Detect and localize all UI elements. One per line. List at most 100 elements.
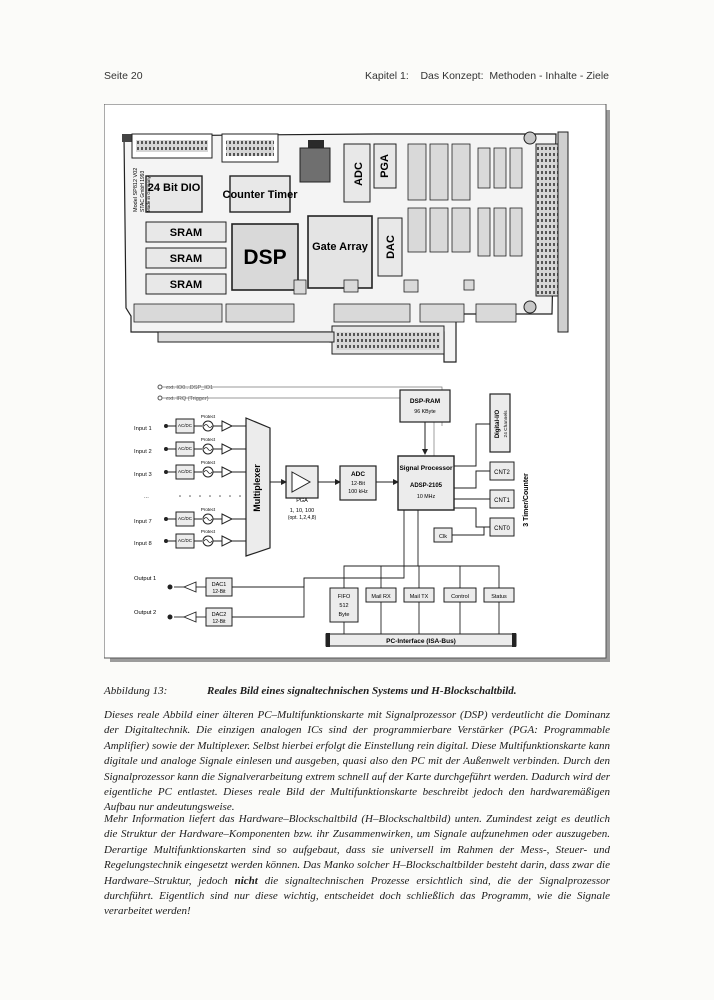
acdc-label: AC/DC [178, 446, 193, 451]
silkscreen-company: STAC GmbH 1993 [140, 170, 146, 212]
adc-chip-label: ADC [353, 162, 365, 186]
input-1-label: Input 1 [134, 426, 152, 432]
input-8-label: Input 8 [134, 541, 152, 547]
fifo-size: 512 [339, 603, 348, 609]
dio-chip [145, 175, 203, 213]
paragraph-2: Mehr Information liefert das Hardware–Bl… [104, 812, 610, 920]
input-amplifier [221, 513, 234, 525]
cnt0-label: CNT0 [494, 526, 510, 532]
mail-rx-label: Mail RX [371, 594, 391, 600]
input-terminal [164, 470, 168, 474]
input-amplifier [221, 535, 234, 547]
fifo-title: FIFO [338, 594, 351, 600]
input-terminal [164, 424, 168, 428]
input-2-label: Input 2 [134, 449, 152, 455]
digital-io-title: Digital-I/O [495, 410, 501, 439]
signal-processor-title: Signal Processor [399, 465, 453, 472]
fifo-unit: Byte [338, 612, 349, 618]
digital-io-channels: 24 Channels [503, 410, 509, 438]
digital-io-block [489, 393, 511, 453]
pga-opt: (opt. 1,2,4,8) [288, 515, 317, 521]
status-label: Status [491, 594, 507, 600]
clk-label: Clk [439, 534, 447, 540]
dio-label: 24 Bit DIO [148, 182, 201, 194]
gate-array-label: Gate Array [312, 241, 369, 253]
silkscreen-made: Made in Germany [146, 175, 151, 212]
screw [122, 134, 136, 142]
signal-processor-clock: 10 MHz [417, 494, 436, 500]
protect-label: Protect [201, 414, 216, 419]
isa-edge-connector [336, 332, 440, 350]
mail-tx-label: Mail TX [410, 594, 429, 600]
cnt2-label: CNT2 [494, 470, 510, 476]
protect-label: Protect [201, 529, 216, 534]
small-ics [133, 143, 523, 323]
adc-chip [343, 143, 371, 203]
dac2-bits: 12-Bit [212, 619, 226, 625]
input-3-label: Input 3 [134, 472, 152, 478]
sram-label-3: SRAM [170, 279, 202, 291]
multiplexer-label: Multiplexer [252, 464, 262, 512]
protect-label: Protect [201, 507, 216, 512]
chapter-header: Kapitel 1: Das Konzept: Methoden - Inhal… [365, 70, 609, 82]
dac1-bits: 12-Bit [212, 589, 226, 595]
adc-block [339, 465, 377, 501]
paragraph-1: Dieses reale Abbild einer älteren PC–Mul… [104, 709, 610, 814]
page-number: Seite 20 [104, 70, 143, 82]
paragraph-2-part-1: Mehr Information liefert das Hardware–Bl… [104, 813, 610, 887]
input-terminal [164, 517, 168, 521]
input-terminal [164, 539, 168, 543]
dac-chip-label: DAC [385, 235, 397, 259]
adc-bits: 12-Bit [351, 481, 365, 487]
dsp-label: DSP [243, 246, 286, 269]
silkscreen-model: Model SP812 V02 [133, 168, 139, 212]
pga-chip-label: PGA [379, 154, 391, 178]
cnt1-label: CNT1 [494, 498, 510, 504]
timer-counter-label: 3 Timer/Counter [523, 473, 530, 527]
bracket-connector [535, 143, 561, 297]
acdc-label: AC/DC [178, 423, 193, 428]
multiplexer [245, 417, 271, 557]
input-amplifier [221, 466, 234, 478]
dac2-title: DAC2 [212, 612, 227, 618]
acdc-label: AC/DC [178, 469, 193, 474]
counter-label: Counter Timer [223, 189, 299, 201]
caption-title: Reales Bild eines signaltechnischen Syst… [207, 685, 517, 697]
sram-label-2: SRAM [170, 253, 202, 265]
output-2-label: Output 2 [134, 610, 156, 616]
output-1-terminal [167, 584, 173, 590]
dsp-ram-title: DSP-RAM [410, 398, 440, 405]
dsp-ram-size: 96 KByte [414, 409, 436, 415]
block-diagram: ext. IO0...DSP_IO1 ext. IRQ (Trigger) In… [134, 384, 530, 647]
input-terminal [164, 447, 168, 451]
protect-label: Protect [201, 437, 216, 442]
pga-chip [373, 143, 397, 189]
pcb-board: 24 Bit DIO Counter Timer SRAM SRAM SRAM … [122, 131, 569, 363]
dsp-ram-block [399, 389, 451, 423]
caption-label: Abbildung 13: [104, 685, 168, 697]
paragraph-2-part-2: die signaltechnischen Prozesse ersichtli… [104, 874, 610, 918]
dsp-chip [231, 223, 299, 291]
input-amplifier [221, 443, 234, 455]
output-1-label: Output 1 [134, 576, 156, 582]
sram-label-1: SRAM [170, 227, 202, 239]
output-2-terminal [167, 614, 173, 620]
dac-chip [377, 217, 403, 277]
sram-chips: SRAM SRAM SRAM [145, 221, 227, 295]
paragraph-2-emphasis: nicht [234, 874, 258, 887]
protect-label: Protect [201, 460, 216, 465]
input-amplifier [221, 420, 234, 432]
signal-processor-model: ADSP-2105 [410, 483, 443, 489]
pga-gains: 1, 10, 100 [290, 508, 314, 514]
signal-ext-irq: ext. IRQ (Trigger) [166, 396, 209, 402]
acdc-label: AC/DC [178, 538, 193, 543]
figure: 24 Bit DIO Counter Timer SRAM SRAM SRAM … [104, 104, 614, 666]
dac1-title: DAC1 [212, 582, 227, 588]
counter-blocks: CNT2 CNT1 CNT0 [489, 461, 515, 537]
acdc-label: AC/DC [178, 516, 193, 521]
isa-bus-label: PC-Interface (ISA-Bus) [386, 638, 456, 645]
signal-processor-block [397, 455, 455, 511]
adc-rate: 100 kHz [348, 489, 368, 495]
counter-timer-chip [229, 175, 291, 213]
pga-label: PGA [296, 498, 308, 504]
